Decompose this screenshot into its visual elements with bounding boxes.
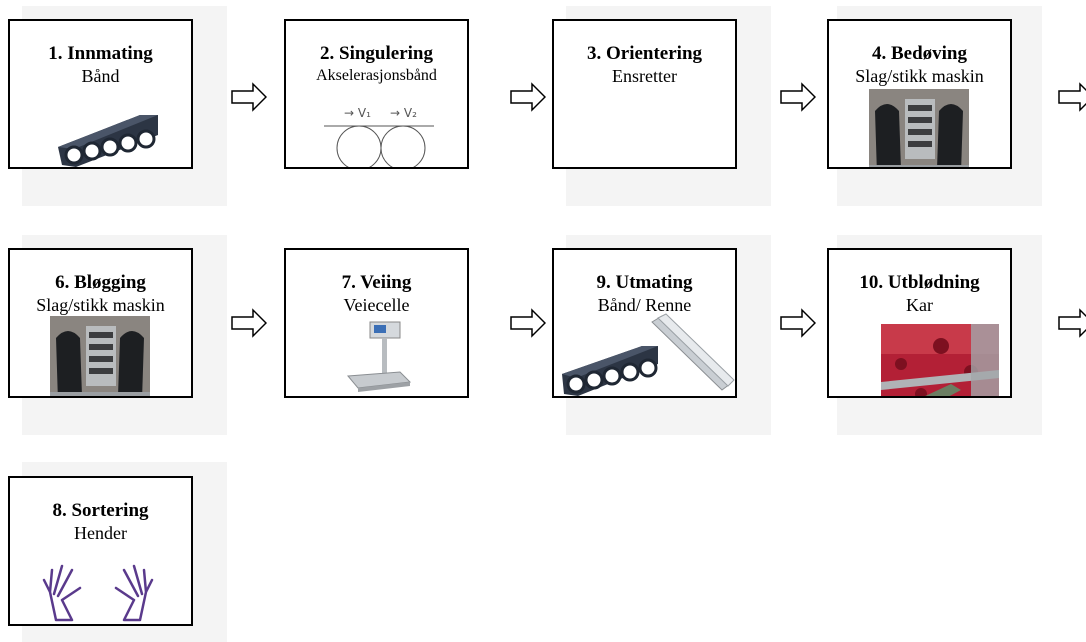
step-4-box: 4. Bedøving Slag/stikk maskin [827,19,1012,169]
step-title: 3. Orientering [586,43,703,64]
velocity-label-2: → V₂ [390,106,417,120]
step-subtitle: Hender [74,523,127,543]
hollow-right-arrow-icon [780,308,816,338]
step-8-box: 8. Sortering Hender [8,476,193,626]
step-subtitle: Slag/stikk maskin [36,295,165,315]
step-title: 4. Bedøving [871,43,968,64]
step-title: 2. Singulering [320,43,433,64]
hollow-right-arrow-icon [780,82,816,112]
stunning-machine-photo [869,89,969,167]
hands-icon [42,564,154,622]
step-title: 10. Utblødning [859,272,980,293]
step-2-box: 2. Singulering Akselerasjonsbånd → V₁ → … [284,19,469,169]
velocity-label-1: → V₁ [344,106,371,120]
bleeding-tank-photo [881,324,999,396]
conveyor-belt-icon [58,115,158,167]
step-subtitle: Veiecelle [343,295,410,315]
step-subtitle: Ensretter [612,66,677,86]
hollow-right-arrow-icon [510,82,546,112]
step-subtitle: Slag/stikk maskin [855,66,984,86]
step-title: 9. Utmating [596,272,693,293]
hollow-right-arrow-icon [231,308,267,338]
conveyor-and-chute-icon [562,313,735,396]
step-subtitle: Bånd/ Renne [597,295,692,315]
step-7-box: 7. Veiing Veiecelle [284,248,469,398]
hollow-right-arrow-icon [510,308,546,338]
step-subtitle: Kar [906,295,933,315]
hollow-right-arrow-icon [1058,82,1086,112]
step-3-box: 3. Orientering Ensretter [552,19,737,169]
step-subtitle: Akselerasjonsbånd [316,67,437,84]
step-10-box: 10. Utblødning Kar [827,248,1012,398]
hollow-right-arrow-icon [1058,308,1086,338]
step-6-box: 6. Bløgging Slag/stikk maskin [8,248,193,398]
roller-speed-diagram: → V₁ → V₂ [324,106,434,167]
step-title: 8. Sortering [52,500,149,521]
stunning-machine-photo [50,316,150,396]
step-1-box: 1. Innmating Bånd [8,19,193,169]
step-9-box: 9. Utmating Bånd/ Renne [552,248,737,398]
step-title: 1. Innmating [48,43,153,64]
step-title: 6. Bløgging [55,272,146,293]
step-subtitle: Bånd [81,66,120,86]
weighing-scale-icon [346,321,412,392]
hollow-right-arrow-icon [231,82,267,112]
step-title: 7. Veiing [341,272,412,293]
